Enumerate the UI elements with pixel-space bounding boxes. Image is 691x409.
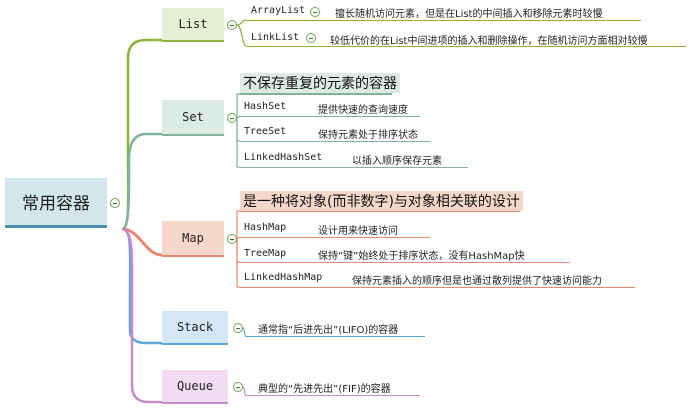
collapse-icon[interactable] bbox=[110, 198, 120, 208]
branch-map[interactable]: Map bbox=[162, 221, 224, 257]
collapse-icon[interactable] bbox=[306, 33, 316, 43]
desc-treemap: 保持“键”始终处于排序状态，没有HashMap快 bbox=[318, 251, 525, 262]
collapse-icon[interactable] bbox=[310, 7, 320, 17]
link-root-set bbox=[121, 132, 162, 231]
leaf-arraylist[interactable]: ArrayList bbox=[251, 5, 306, 16]
link-root-queue bbox=[121, 227, 162, 404]
leaf-hashset[interactable]: HashSet bbox=[244, 101, 287, 112]
desc-arraylist: 擅长随机访问元素，但是在List的中间插入和移除元素时较慢 bbox=[335, 9, 603, 20]
link-root-stack bbox=[121, 227, 162, 345]
branch-queue[interactable]: Queue bbox=[162, 370, 228, 404]
link-list-linklist bbox=[236, 24, 247, 47]
link-stack-desc bbox=[242, 327, 247, 337]
branch-stack[interactable]: Stack bbox=[162, 311, 228, 345]
leaf-hashmap[interactable]: HashMap bbox=[244, 222, 287, 233]
set-summary: 不保存重复的元素的容器 bbox=[240, 73, 400, 93]
underline-hashset bbox=[240, 116, 420, 117]
desc-hashset: 提供快速的查询速度 bbox=[318, 105, 408, 116]
branch-set[interactable]: Set bbox=[162, 100, 224, 136]
link-map-hashmap bbox=[236, 236, 241, 240]
desc-queue: 典型的“先进先出”(FIF)的容器 bbox=[258, 384, 391, 395]
underline-stack bbox=[245, 336, 425, 337]
underline-linkedhashset bbox=[240, 167, 468, 168]
desc-linkedhashmap: 保持元素插入的顺序但是也通过散列提供了快速访问能力 bbox=[352, 276, 602, 287]
underline-linklist bbox=[246, 46, 686, 47]
leaf-treeset[interactable]: TreeSet bbox=[244, 126, 287, 137]
collapse-icon[interactable] bbox=[227, 113, 237, 123]
link-set-hashset bbox=[236, 115, 241, 119]
desc-treeset: 保持元素处于排序状态 bbox=[318, 130, 418, 141]
map-summary: 是一种将对象(而非数字)与对象相关联的设计 bbox=[240, 191, 523, 211]
link-set-linkedhashset bbox=[236, 118, 240, 168]
desc-hashmap: 设计用来快速访问 bbox=[318, 226, 398, 237]
collapse-icon[interactable] bbox=[227, 20, 237, 30]
leaf-treemap[interactable]: TreeMap bbox=[244, 248, 287, 259]
root-node[interactable]: 常用容器 bbox=[5, 178, 107, 228]
collapse-icon[interactable] bbox=[233, 382, 243, 392]
underline-hashmap bbox=[240, 237, 430, 238]
underline-arraylist bbox=[246, 20, 641, 21]
link-map-linkedhashmap bbox=[236, 239, 240, 288]
collapse-icon[interactable] bbox=[233, 323, 243, 333]
desc-linklist: 较低代价的在List中间进项的插入和删除操作，在随机访问方面相对较慢 bbox=[330, 36, 648, 47]
underline-treemap bbox=[240, 262, 570, 263]
underline-queue bbox=[245, 395, 420, 396]
link-list-arraylist bbox=[236, 19, 247, 26]
link-queue-desc bbox=[242, 386, 247, 396]
leaf-linklist[interactable]: LinkList bbox=[251, 32, 300, 43]
underline-linkedhashmap bbox=[240, 287, 635, 288]
collapse-icon[interactable] bbox=[227, 234, 237, 244]
branch-list[interactable]: List bbox=[162, 8, 224, 42]
leaf-linkedhashset[interactable]: LinkedHashSet bbox=[244, 152, 323, 163]
link-set-summary bbox=[236, 93, 240, 118]
desc-linkedhashset: 以插入顺序保存元素 bbox=[352, 156, 442, 167]
leaf-linkedhashmap[interactable]: LinkedHashMap bbox=[244, 272, 323, 283]
desc-stack: 通常指“后进先出”(LIFO)的容器 bbox=[258, 325, 399, 336]
link-map-summary bbox=[236, 210, 240, 239]
underline-treeset bbox=[240, 141, 430, 142]
